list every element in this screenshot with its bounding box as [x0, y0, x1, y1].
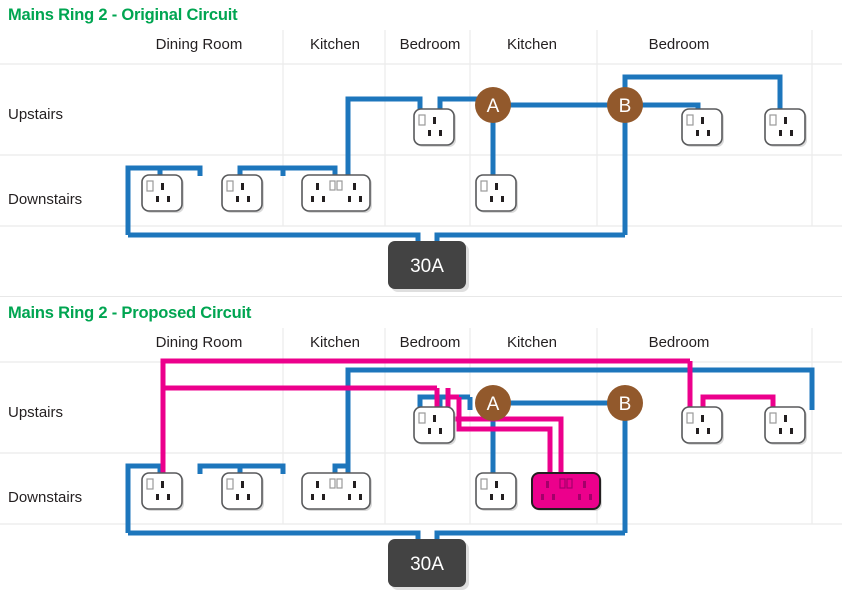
socket-upstairs-bedroom-right-1: [681, 108, 724, 147]
fuse-box-30a: 30A: [388, 539, 469, 590]
column-header-bedroom-1: Bedroom: [399, 36, 461, 53]
fuse-box-30a: 30A: [388, 241, 469, 292]
row-label-downstairs: Downstairs: [8, 191, 83, 208]
wiring-blue-original: [125, 74, 783, 246]
junction-badge-b-label: B: [619, 394, 632, 415]
socket-upstairs-bedroom-right-2: [764, 406, 807, 445]
socket-downstairs-dining-2: [221, 174, 264, 213]
junction-badge-a[interactable]: A: [475, 385, 511, 421]
socket-downstairs-kitchen-double: [301, 174, 372, 213]
socket-downstairs-dining-2: [221, 472, 264, 511]
diagram-proposed: 30A: [0, 328, 842, 590]
socket-upstairs-bedroom: [413, 108, 456, 147]
junction-badge-b-label: B: [619, 96, 632, 117]
diagram-original: 30A: [0, 30, 842, 292]
column-header-dining-room: Dining Room: [155, 334, 243, 351]
fuse-label: 30A: [410, 554, 444, 575]
panel-original-circuit: Mains Ring 2 - Original Circuit Dining R…: [0, 0, 842, 297]
socket-downstairs-kitchen-double-new: [531, 472, 602, 511]
column-header-bedroom-2: Bedroom: [648, 36, 710, 53]
column-header-kitchen-1: Kitchen: [309, 334, 361, 351]
row-label-upstairs: Upstairs: [8, 404, 64, 421]
socket-downstairs-kitchen-single: [475, 174, 518, 213]
wiring-pink-proposed: [160, 358, 776, 474]
socket-downstairs-dining-1: [141, 174, 184, 213]
socket-upstairs-bedroom: [413, 406, 456, 445]
junction-badge-a[interactable]: A: [475, 87, 511, 123]
junction-badge-b[interactable]: B: [607, 87, 643, 123]
fuse-label: 30A: [410, 256, 444, 277]
column-header-bedroom-1: Bedroom: [399, 334, 461, 351]
socket-downstairs-kitchen-single: [475, 472, 518, 511]
socket-downstairs-kitchen-double: [301, 472, 372, 511]
grid-lines: [0, 30, 842, 227]
panel-title-proposed: Mains Ring 2 - Proposed Circuit: [8, 304, 252, 322]
column-header-kitchen-2: Kitchen: [506, 334, 558, 351]
column-header-dining-room: Dining Room: [155, 36, 243, 53]
column-header-kitchen-1: Kitchen: [309, 36, 361, 53]
column-header-bedroom-2: Bedroom: [648, 334, 710, 351]
socket-upstairs-bedroom-right-1: [681, 406, 724, 445]
row-label-downstairs: Downstairs: [8, 489, 83, 506]
socket-downstairs-dining-1: [141, 472, 184, 511]
column-header-kitchen-2: Kitchen: [506, 36, 558, 53]
panel-title-original: Mains Ring 2 - Original Circuit: [8, 6, 238, 24]
socket-upstairs-bedroom-right-2: [764, 108, 807, 147]
panel-divider: [0, 296, 842, 297]
junction-badge-a-label: A: [487, 96, 500, 117]
panel-proposed-circuit: Mains Ring 2 - Proposed Circuit Dining R…: [0, 298, 842, 595]
row-label-upstairs: Upstairs: [8, 106, 64, 123]
junction-badge-a-label: A: [487, 394, 500, 415]
junction-badge-b[interactable]: B: [607, 385, 643, 421]
